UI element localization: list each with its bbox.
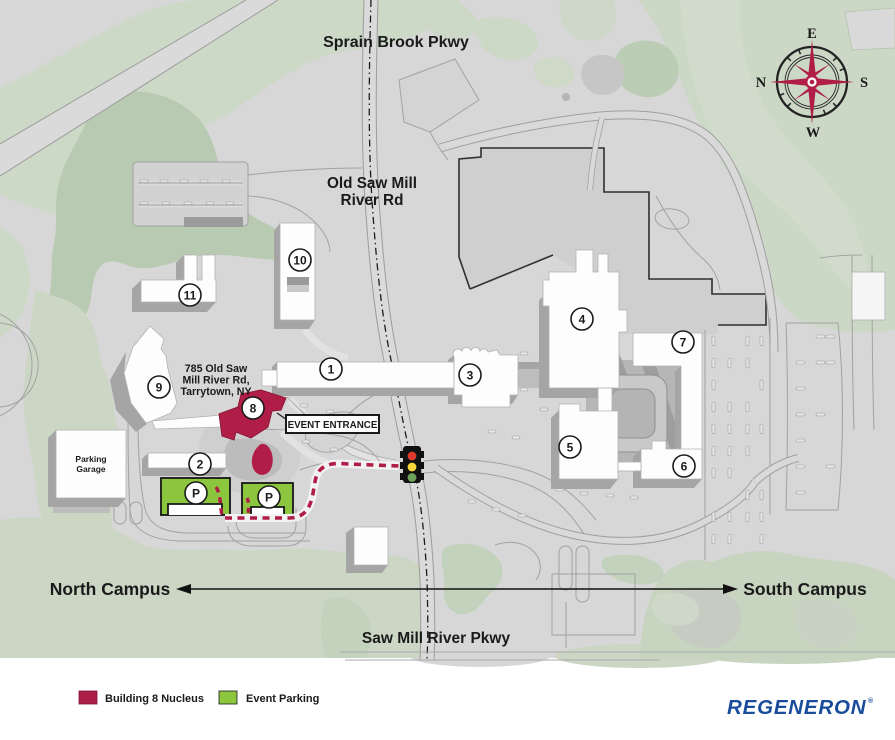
svg-text:1: 1 — [328, 363, 335, 377]
svg-text:®: ® — [868, 697, 874, 705]
svg-text:E: E — [807, 26, 817, 42]
svg-text:South Campus: South Campus — [743, 579, 867, 599]
svg-text:P: P — [265, 491, 273, 505]
svg-text:6: 6 — [681, 460, 688, 474]
svg-text:W: W — [806, 125, 821, 141]
svg-text:Old Saw Mill: Old Saw Mill — [327, 175, 417, 192]
svg-text:8: 8 — [250, 402, 257, 416]
svg-text:North Campus: North Campus — [50, 579, 171, 599]
svg-text:P: P — [192, 487, 200, 501]
svg-text:9: 9 — [156, 381, 163, 395]
svg-text:4: 4 — [579, 313, 586, 327]
svg-text:5: 5 — [567, 441, 574, 455]
svg-text:Tarrytown, NY: Tarrytown, NY — [180, 386, 251, 398]
svg-text:Saw Mill River Pkwy: Saw Mill River Pkwy — [362, 630, 511, 647]
svg-text:N: N — [756, 75, 767, 91]
svg-text:EVENT ENTRANCE: EVENT ENTRANCE — [288, 420, 378, 431]
svg-text:Mill River Rd,: Mill River Rd, — [182, 375, 249, 387]
svg-text:Event Parking: Event Parking — [246, 693, 319, 705]
svg-text:REGENERON: REGENERON — [727, 696, 867, 719]
svg-text:7: 7 — [680, 336, 687, 350]
svg-text:Garage: Garage — [76, 464, 106, 474]
svg-text:River Rd: River Rd — [341, 192, 404, 209]
svg-text:11: 11 — [184, 289, 197, 303]
svg-text:785 Old Saw: 785 Old Saw — [185, 363, 248, 375]
svg-text:Parking: Parking — [75, 454, 106, 464]
svg-text:3: 3 — [467, 369, 474, 383]
svg-text:2: 2 — [197, 458, 204, 472]
svg-text:Sprain Brook Pkwy: Sprain Brook Pkwy — [323, 34, 469, 51]
svg-text:Building 8 Nucleus: Building 8 Nucleus — [105, 693, 204, 705]
svg-text:10: 10 — [293, 254, 307, 268]
svg-text:S: S — [860, 75, 868, 91]
